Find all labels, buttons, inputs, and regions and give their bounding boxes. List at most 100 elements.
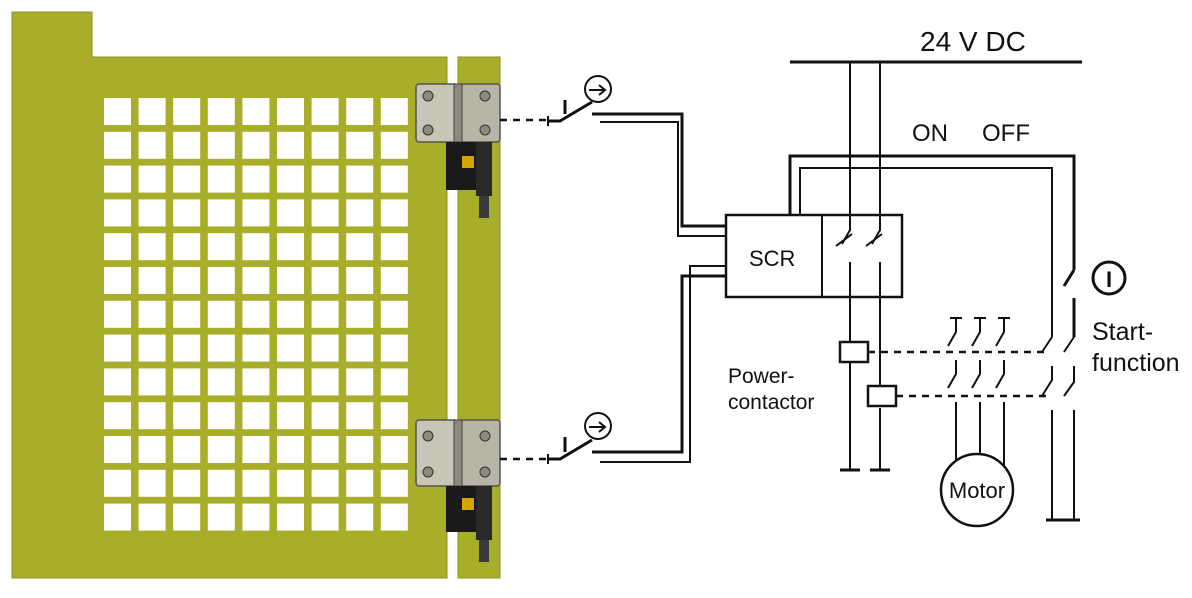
mesh-hole [277,131,304,159]
mesh-hole [346,199,374,227]
scr-unit [724,213,904,299]
scr-label: SCR [749,246,795,271]
mesh-hole [380,436,408,463]
mesh-hole [104,368,131,396]
safety-gate [11,11,501,579]
power-contactor-coil-2 [866,384,898,408]
mesh-hole [207,469,235,497]
mesh-hole [380,503,408,531]
mesh-hole [173,267,201,294]
mesh-hole [277,165,304,193]
mesh-hole [277,503,304,531]
mesh-hole [242,503,270,531]
mesh-hole [277,334,304,362]
mesh-hole [173,368,201,396]
position-switch-top [500,75,726,237]
mesh-hole [380,334,408,362]
mesh-hole [138,368,166,396]
mesh-hole [173,469,201,497]
power-contactor-label: Power- contactor [728,365,814,414]
mesh-hole [173,402,201,430]
mesh-hole [138,402,166,430]
mesh-hole [311,233,339,261]
supply-label: 24 V DC [920,26,1026,57]
mesh-hole [138,436,166,463]
mesh-hole [173,334,201,362]
mesh-hole [138,469,166,497]
mesh-hole [380,131,408,159]
mesh-hole [380,402,408,430]
mesh-hole [104,233,131,261]
mesh-hole [242,165,270,193]
mesh-hole [380,199,408,227]
mesh-hole [173,503,201,531]
power-contactor-coil-1 [838,340,870,364]
mesh-hole [104,131,131,159]
mesh-hole [346,402,374,430]
mesh-hole [311,300,339,328]
mesh-hole [207,503,235,531]
mesh-hole [277,402,304,430]
mesh-hole [311,436,339,463]
mesh-hole [277,98,304,125]
mesh-hole [138,233,166,261]
mesh-hole [173,98,201,125]
mesh-hole [311,503,339,531]
mesh-hole [311,199,339,227]
mesh-hole [173,436,201,463]
mesh-hole [242,199,270,227]
gate-mesh-icon [104,98,408,531]
mesh-hole [138,98,166,125]
mesh-hole [242,334,270,362]
mesh-hole [346,98,374,125]
mesh-hole [380,98,408,125]
mesh-hole [138,199,166,227]
mesh-hole [173,131,201,159]
mesh-hole [242,300,270,328]
mesh-hole [104,436,131,463]
mesh-hole [207,436,235,463]
start-function-label: Start- function [1092,318,1180,377]
mesh-hole [242,131,270,159]
mesh-hole [380,469,408,497]
mesh-hole [346,436,374,463]
motor-contacts [947,317,1010,470]
mesh-hole [242,469,270,497]
mesh-hole [277,267,304,294]
start-symbol-icon: I [1091,260,1127,296]
mesh-hole [104,469,131,497]
mesh-hole [277,233,304,261]
mesh-hole [173,165,201,193]
svg-text:I: I [1106,267,1112,292]
mesh-hole [346,334,374,362]
mesh-hole [346,267,374,294]
mesh-hole [242,267,270,294]
on-label: ON [912,120,948,147]
mesh-hole [104,165,131,193]
mesh-hole [138,131,166,159]
hinge-safety-switch-icon [415,419,501,562]
mesh-hole [207,300,235,328]
mesh-hole [311,131,339,159]
mesh-hole [277,436,304,463]
mesh-hole [242,368,270,396]
mesh-hole [380,165,408,193]
mesh-hole [242,98,270,125]
motor-icon: Motor [939,452,1015,528]
mesh-hole [104,98,131,125]
mesh-hole [346,165,374,193]
mesh-hole [242,436,270,463]
mesh-hole [207,368,235,396]
mesh-hole [242,233,270,261]
mesh-hole [311,98,339,125]
mesh-hole [207,131,235,159]
mesh-hole [138,267,166,294]
arrow-circle-icon [584,75,612,103]
mesh-hole [173,300,201,328]
mesh-hole [207,98,235,125]
position-switch-bottom [500,265,726,464]
mesh-hole [207,267,235,294]
mesh-hole [380,233,408,261]
mesh-hole [104,199,131,227]
